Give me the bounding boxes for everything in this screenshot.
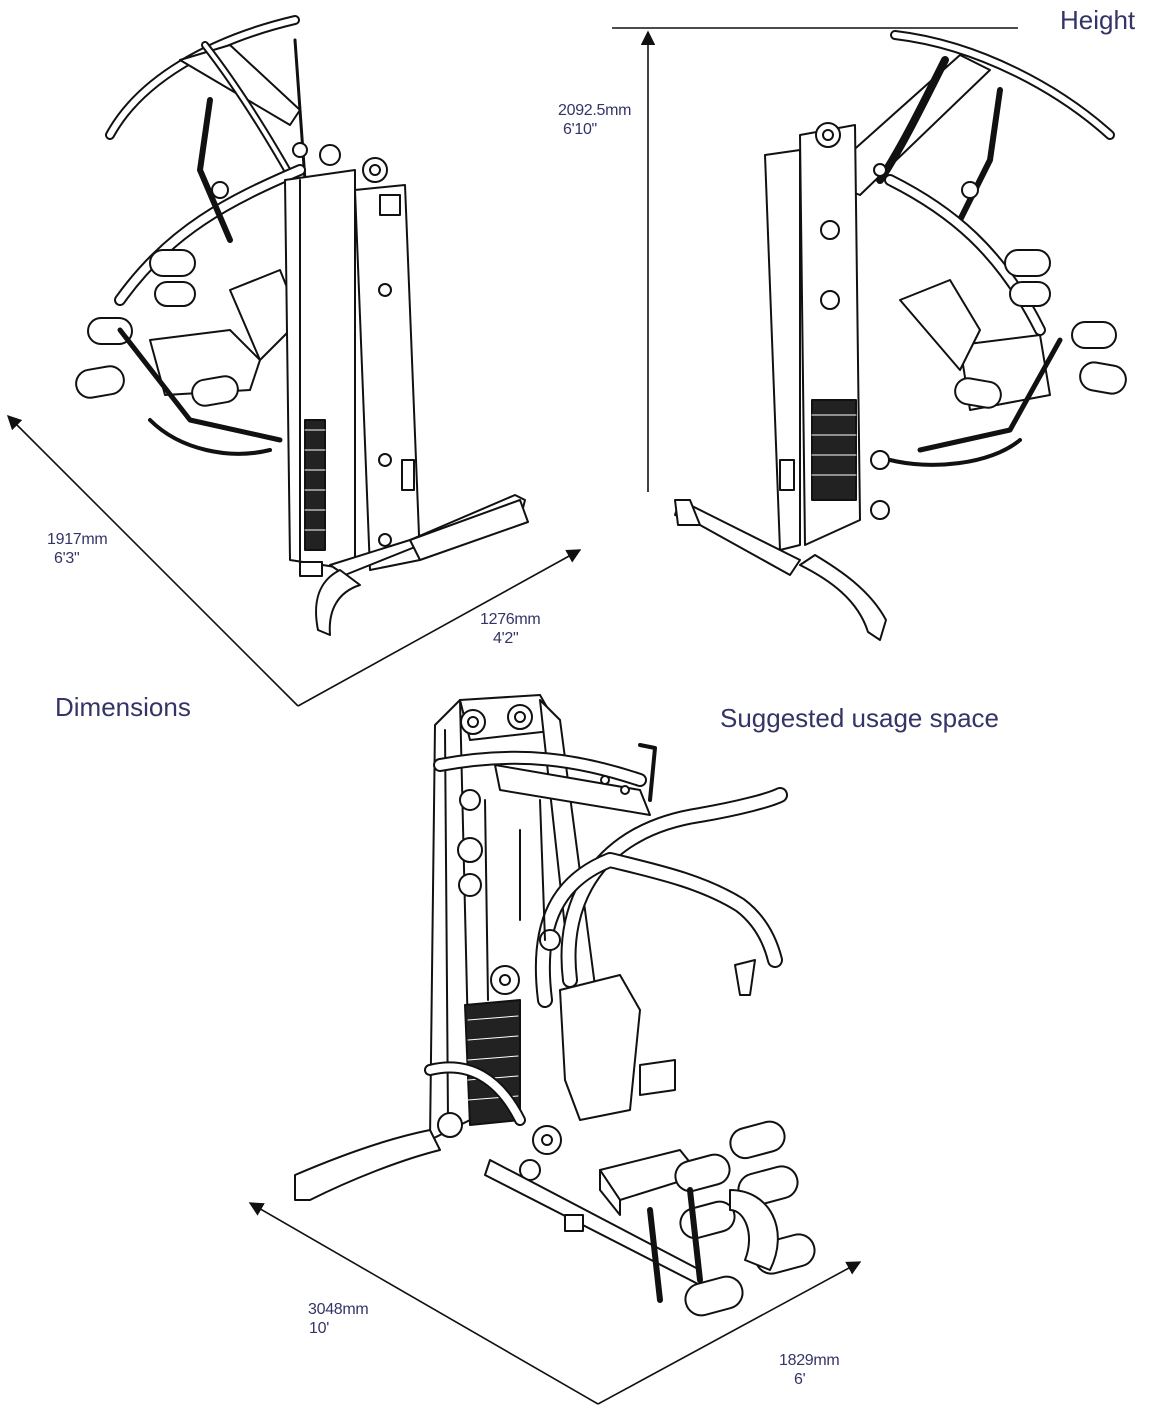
- width-metric: 1276mm: [480, 611, 541, 628]
- home-gym-side-view-left: [75, 15, 529, 636]
- usage-space-heading: Suggested usage space: [720, 703, 999, 733]
- width-arrow: [297, 549, 582, 707]
- depth-dimension-label: 1917mm 6'3": [47, 530, 108, 568]
- depth-imperial: 6'3": [54, 550, 80, 567]
- depth-metric: 1917mm: [47, 531, 108, 548]
- height-heading: Height: [1060, 5, 1136, 35]
- height-dimension-label: 2092.5mm 6'10": [558, 101, 632, 139]
- usage-width-metric: 1829mm: [779, 1352, 840, 1369]
- usage-width-imperial: 6': [794, 1371, 806, 1388]
- usage-length-metric: 3048mm: [308, 1301, 369, 1318]
- usage-length-imperial: 10': [309, 1320, 329, 1337]
- home-gym-side-view-right: [674, 30, 1127, 641]
- depth-arrow: [6, 414, 299, 707]
- height-metric: 2092.5mm: [558, 102, 632, 119]
- width-imperial: 4'2": [493, 630, 519, 647]
- height-imperial: 6'10": [563, 121, 597, 138]
- usage-length-arrow: [248, 1202, 599, 1405]
- usage-length-label: 3048mm 10': [308, 1300, 369, 1338]
- dimensions-heading: Dimensions: [55, 692, 191, 722]
- home-gym-front-view: [294, 694, 816, 1317]
- usage-width-label: 1829mm 6': [779, 1351, 840, 1389]
- width-dimension-label: 1276mm 4'2": [480, 610, 541, 648]
- usage-width-arrow: [597, 1261, 862, 1405]
- dimension-lines: [6, 27, 1018, 1405]
